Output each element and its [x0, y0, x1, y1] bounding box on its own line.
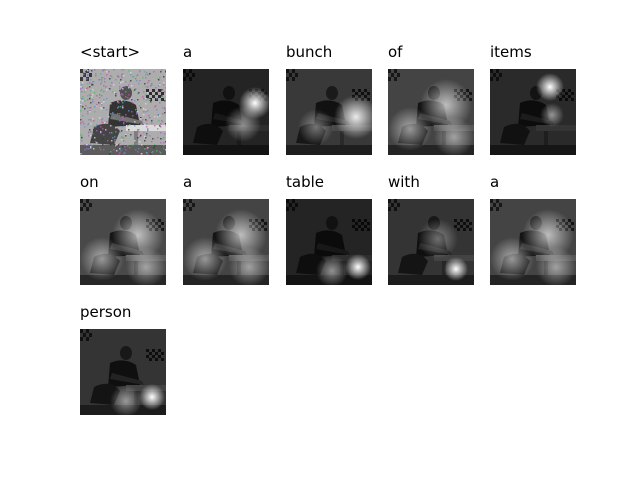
attention-map — [490, 69, 576, 155]
caption-word: <start> — [80, 43, 141, 61]
caption-word: table — [286, 173, 324, 191]
attention-heatmap-graphic — [80, 329, 166, 415]
caption-word: a — [183, 173, 193, 191]
attention-heatmap-graphic — [490, 199, 576, 285]
attention-map — [388, 199, 474, 285]
attention-heatmap-graphic — [183, 199, 269, 285]
attention-heatmap-graphic — [286, 69, 372, 155]
attention-map — [80, 199, 166, 285]
caption-word: with — [388, 173, 420, 191]
caption-word: on — [80, 173, 99, 191]
attention-heatmap-graphic — [490, 69, 576, 155]
caption-word: a — [490, 173, 500, 191]
attention-heatmap-graphic — [286, 199, 372, 285]
caption-word: items — [490, 43, 532, 61]
caption-word: of — [388, 43, 403, 61]
original-image-graphic — [80, 69, 166, 155]
attention-heatmap-graphic — [388, 69, 474, 155]
attention-map — [183, 199, 269, 285]
attention-map — [80, 329, 166, 415]
caption-word: a — [183, 43, 193, 61]
original-image — [80, 69, 166, 155]
attention-map — [286, 69, 372, 155]
attention-map — [388, 69, 474, 155]
attention-map — [490, 199, 576, 285]
caption-word: bunch — [286, 43, 333, 61]
attention-heatmap-graphic — [80, 199, 166, 285]
attention-map — [286, 199, 372, 285]
attention-heatmap-graphic — [183, 69, 269, 155]
attention-map — [183, 69, 269, 155]
caption-word: person — [80, 303, 132, 321]
attention-heatmap-graphic — [388, 199, 474, 285]
